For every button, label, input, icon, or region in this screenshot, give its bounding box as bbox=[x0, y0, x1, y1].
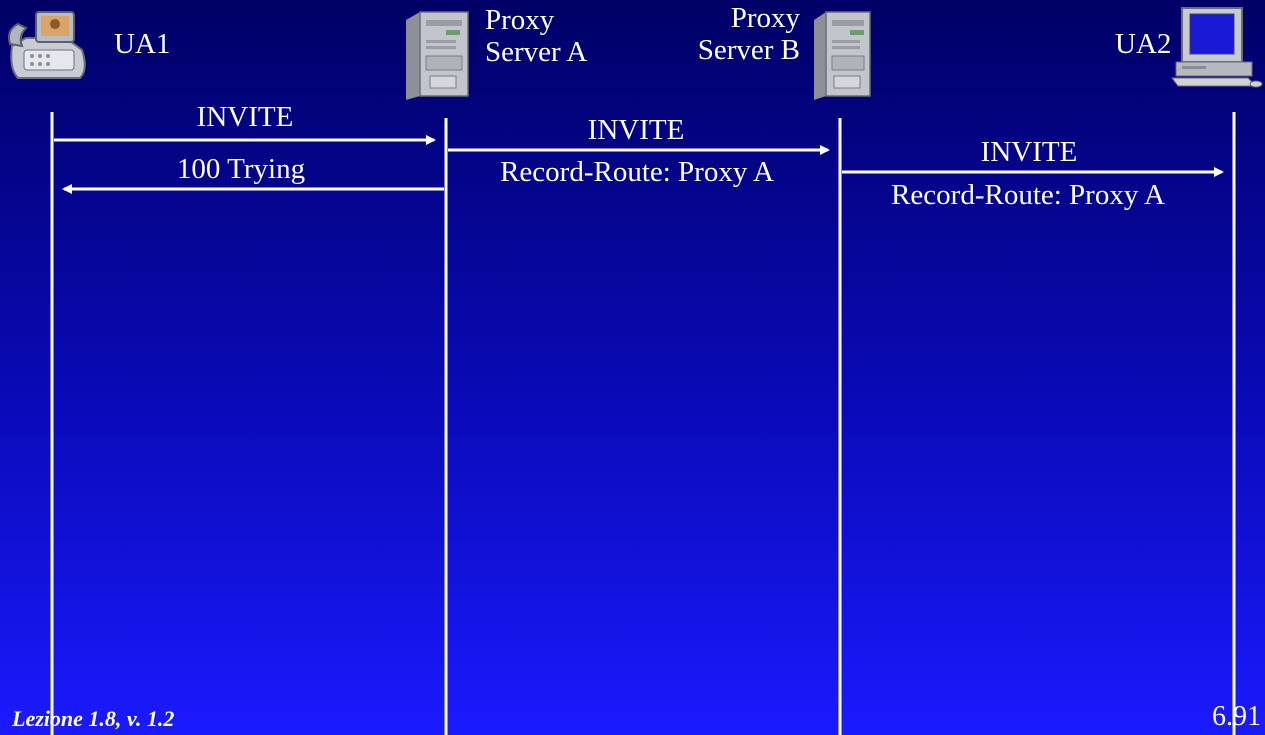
participant-label-line1: Proxy bbox=[485, 4, 555, 36]
server-icon bbox=[406, 11, 469, 100]
participant-label-line1: Proxy bbox=[730, 2, 800, 34]
participant-label-proxy-a: Proxy Server A bbox=[485, 4, 587, 68]
message-label-100-trying: 100 Trying bbox=[176, 153, 306, 185]
participant-label-ua2: UA2 bbox=[1115, 28, 1172, 60]
phone-icon bbox=[8, 11, 86, 79]
message-sublabel-record-route-1: Record-Route: Proxy A bbox=[500, 156, 774, 188]
message-label-invite-3: INVITE bbox=[980, 136, 1078, 168]
participant-label-proxy-b: Proxy Server B bbox=[698, 2, 800, 66]
participant-label-line2: Server A bbox=[485, 36, 588, 68]
message-label-invite-2: INVITE bbox=[587, 114, 685, 146]
message-sublabel-record-route-2: Record-Route: Proxy A bbox=[891, 179, 1165, 211]
server-icon bbox=[814, 11, 871, 100]
slide-number: 6.91 bbox=[1212, 701, 1261, 732]
participant-label-line2: Server B bbox=[697, 34, 800, 66]
computer-icon bbox=[1171, 7, 1263, 88]
message-label-invite-1: INVITE bbox=[196, 101, 294, 133]
footer-lesson-label: Lezione 1.8, v. 1.2 bbox=[12, 706, 175, 731]
participant-label-ua1: UA1 bbox=[114, 28, 171, 60]
